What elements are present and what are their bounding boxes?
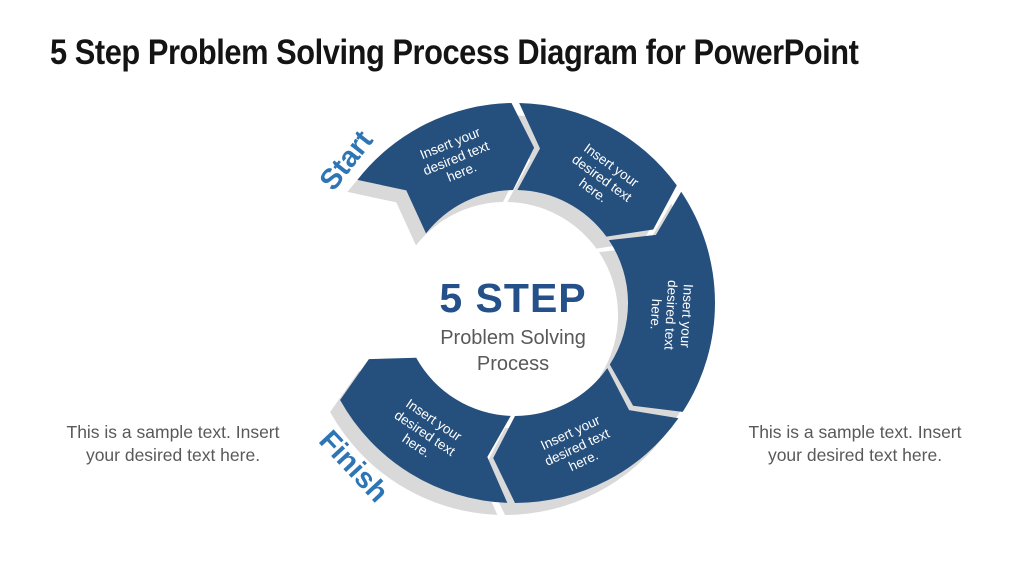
segment-arrow-2[interactable] (517, 103, 677, 237)
segment-arrow-4[interactable] (493, 368, 679, 503)
slide-title: 5 Step Problem Solving Process Diagram f… (50, 33, 859, 72)
center-heading: 5 STEP (439, 275, 587, 321)
right-sample-text[interactable]: This is a sample text. Insert your desir… (748, 422, 962, 466)
left-sample-text[interactable]: This is a sample text. Insert your desir… (66, 422, 280, 466)
ring-segments-group (340, 103, 715, 503)
center-text-block: 5 STEP Problem Solving Process (363, 275, 663, 377)
segment-arrow-5[interactable] (340, 357, 511, 503)
center-subheading: Problem Solving Process (440, 327, 586, 375)
segment-arrow-3[interactable] (608, 191, 715, 412)
segment-arrow-1[interactable] (357, 103, 535, 234)
